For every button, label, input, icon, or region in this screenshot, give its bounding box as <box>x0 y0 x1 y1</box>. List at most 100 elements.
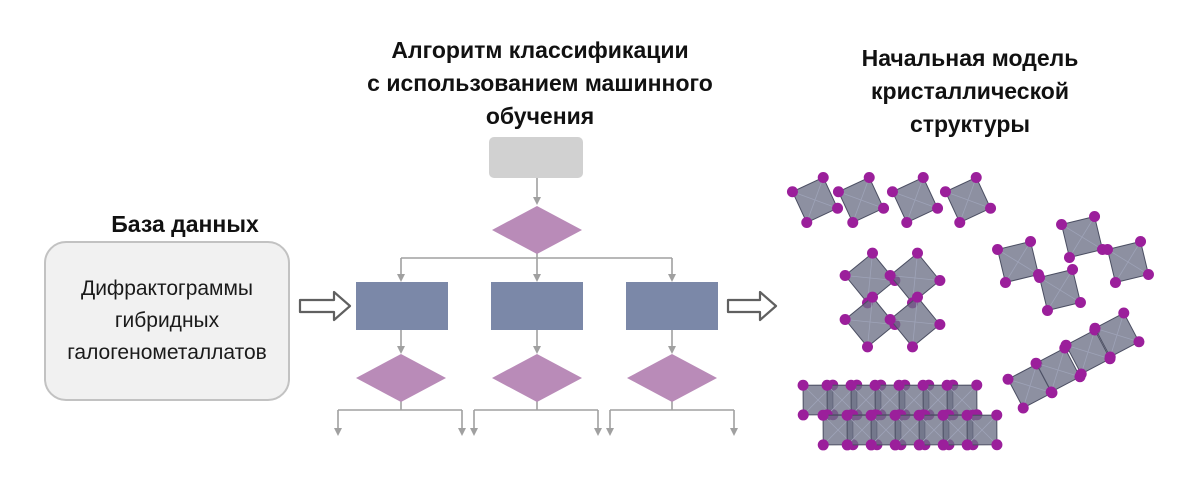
atom <box>901 217 913 229</box>
algorithm-title: Алгоритм классификации с использованием … <box>330 34 750 133</box>
atom <box>917 379 929 391</box>
atom <box>992 243 1004 255</box>
atom <box>797 409 809 421</box>
atom <box>1133 336 1145 348</box>
atom <box>1017 402 1029 414</box>
model-title-line-2: кристаллической <box>871 78 1069 104</box>
atom <box>832 202 844 214</box>
atom <box>841 409 853 421</box>
decision-diamond <box>627 354 717 402</box>
atom <box>839 270 851 282</box>
model-title-line-3: структуры <box>909 111 1031 137</box>
atom <box>841 439 853 451</box>
process-box <box>491 282 583 330</box>
octahedron <box>886 171 944 229</box>
atom <box>961 409 973 421</box>
atom <box>1089 211 1101 223</box>
atom <box>817 171 829 183</box>
atom <box>941 379 953 391</box>
atom <box>999 276 1011 288</box>
algorithm-title-line-2: с использованием машинного <box>367 70 713 96</box>
atom <box>1074 297 1086 309</box>
atom <box>866 247 878 259</box>
octahedron <box>832 171 890 229</box>
atom <box>878 202 890 214</box>
atom <box>985 202 997 214</box>
atom <box>817 439 829 451</box>
atom <box>937 439 949 451</box>
database-line-2: гибридных <box>114 309 220 332</box>
atom <box>865 409 877 421</box>
atom <box>991 439 1003 451</box>
atom <box>954 217 966 229</box>
atom <box>991 409 1003 421</box>
atom <box>911 247 923 259</box>
algorithm-title-line-1: Алгоритм классификации <box>391 37 689 63</box>
atom <box>1041 304 1053 316</box>
atom <box>863 171 875 183</box>
octahedron <box>1056 211 1108 263</box>
flowchart-connectors <box>334 178 738 436</box>
atom <box>1034 271 1046 283</box>
model-title-line-1: Начальная модель <box>861 45 1079 71</box>
decision-diamond <box>492 354 582 402</box>
arrow-right-icon <box>298 290 352 322</box>
arrow-right-icon <box>726 290 778 322</box>
atom <box>1025 236 1037 248</box>
atom <box>886 186 898 198</box>
octahedron <box>884 291 946 353</box>
atom <box>866 291 878 303</box>
octahedron <box>884 247 946 309</box>
atom <box>1063 251 1075 263</box>
octahedron <box>1102 236 1154 288</box>
octahedron <box>786 171 844 229</box>
atom <box>893 379 905 391</box>
atom <box>970 171 982 183</box>
atom <box>832 186 844 198</box>
atom <box>934 274 946 286</box>
octahedron <box>939 171 997 229</box>
atom <box>971 379 983 391</box>
atom <box>839 314 851 326</box>
atom <box>884 270 896 282</box>
atom <box>939 186 951 198</box>
atom <box>889 439 901 451</box>
process-box <box>356 282 448 330</box>
atom <box>1002 373 1014 385</box>
atom <box>1056 218 1068 230</box>
atom <box>786 186 798 198</box>
atom <box>862 341 874 353</box>
database-box: Дифрактограммы гибридных галогенометалла… <box>44 241 290 401</box>
atom <box>1102 243 1114 255</box>
atom <box>1135 236 1147 248</box>
process-box <box>626 282 718 330</box>
atom <box>1045 386 1057 398</box>
crystal-structure-illustration <box>786 171 1154 451</box>
octahedron <box>937 409 979 451</box>
atom <box>961 439 973 451</box>
atom <box>865 439 877 451</box>
atom <box>889 409 901 421</box>
atom <box>917 171 929 183</box>
octahedron <box>961 409 1003 451</box>
atom <box>907 341 919 353</box>
octahedron <box>839 247 901 309</box>
octahedron <box>1089 307 1145 363</box>
atom <box>1104 351 1116 363</box>
atom <box>1060 339 1072 351</box>
atom <box>913 409 925 421</box>
atom <box>797 379 809 391</box>
atom <box>1030 357 1042 369</box>
atom <box>1142 269 1154 281</box>
atom <box>821 379 833 391</box>
atom <box>869 379 881 391</box>
atom <box>1075 368 1087 380</box>
atom <box>817 409 829 421</box>
atom <box>845 379 857 391</box>
atom <box>1109 276 1121 288</box>
decision-diamond <box>492 206 582 254</box>
database-title: База данных <box>111 211 259 237</box>
octahedron <box>839 291 901 353</box>
atom <box>911 291 923 303</box>
